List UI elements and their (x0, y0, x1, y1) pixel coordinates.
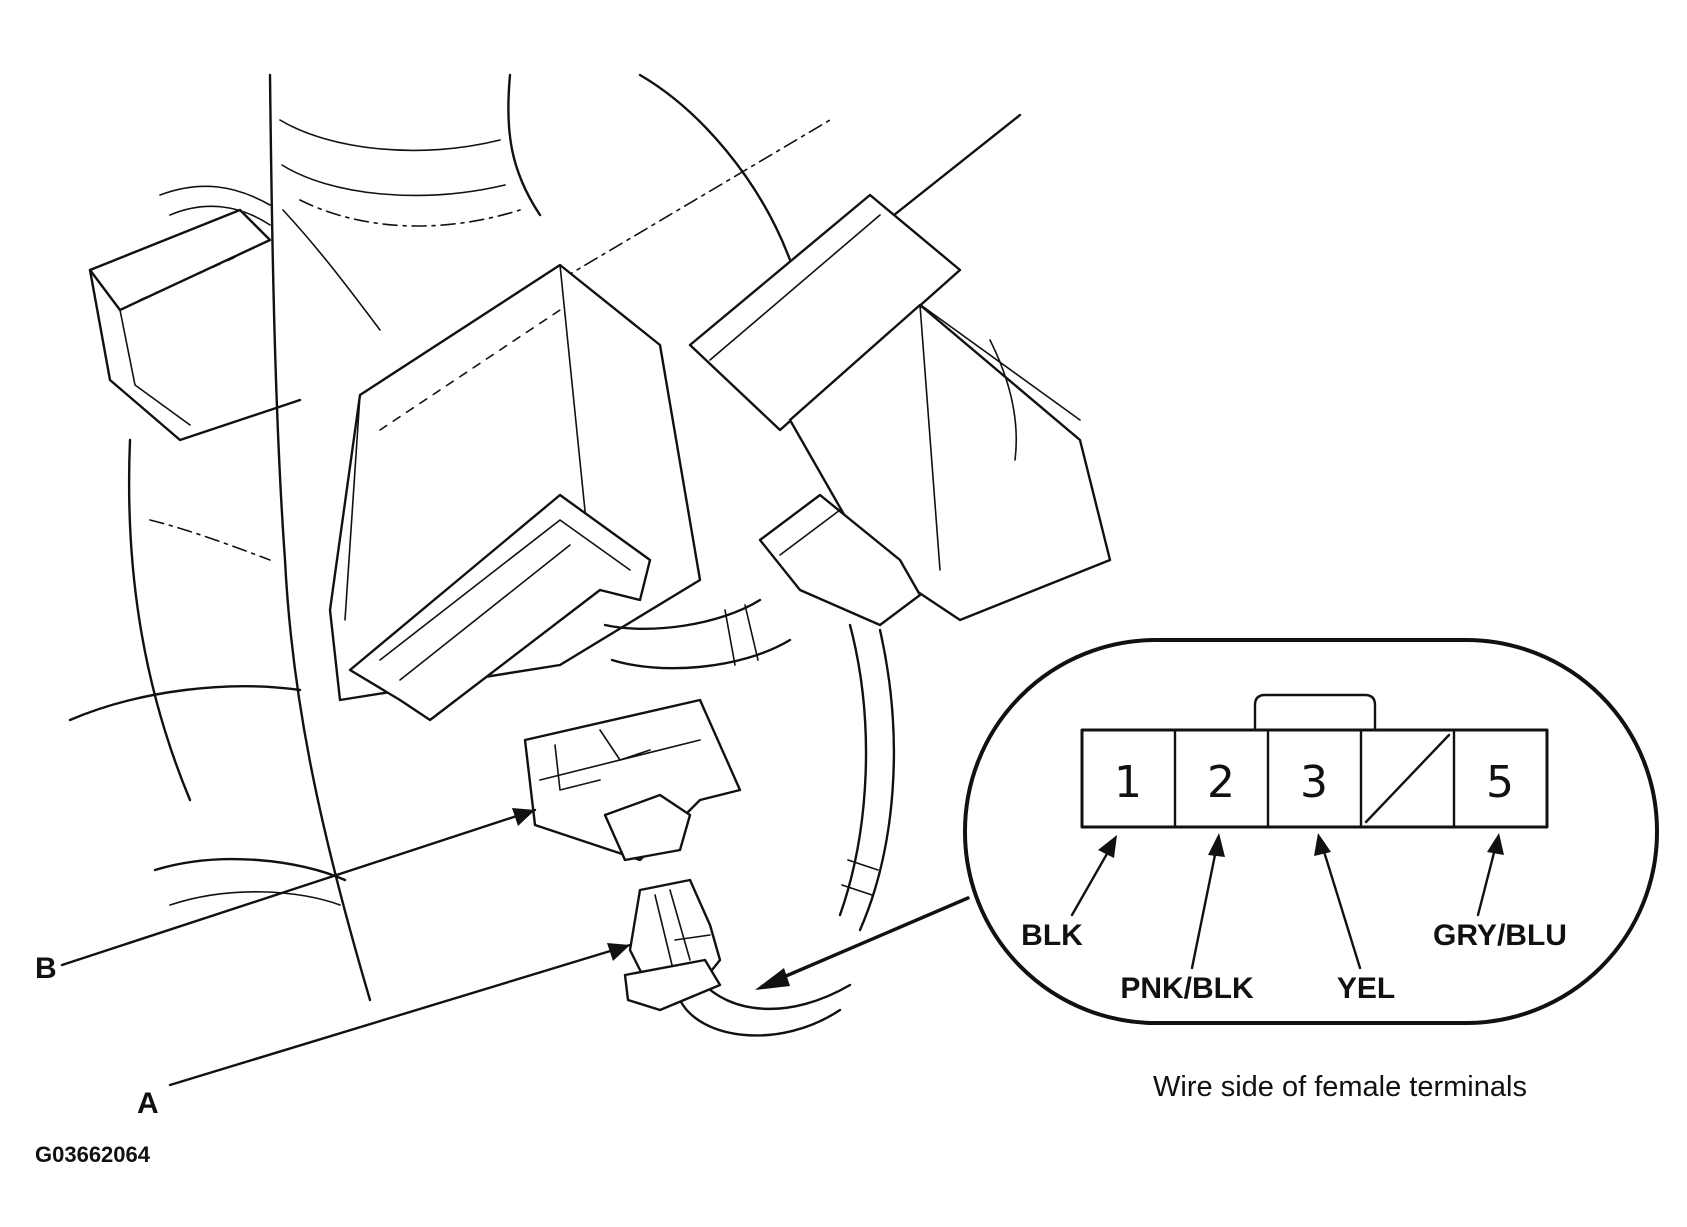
figure-code: G03662064 (35, 1142, 151, 1167)
terminal-3-number: 3 (1300, 757, 1328, 808)
terminal-5-number: 5 (1486, 757, 1514, 808)
wire-arrow-1-icon (1098, 835, 1117, 858)
wire-label-5: GRY/BLU (1433, 919, 1567, 952)
callout-a-label: A (137, 1087, 159, 1120)
empty-cavity-slash (1364, 733, 1451, 824)
connector-detail-bubble: 1 2 3 5 BLK PNK/BLK YEL GRY/BLU (963, 638, 1659, 1025)
wire-arrow-3-icon (1314, 833, 1331, 856)
wire-arrow-2-icon (1208, 833, 1225, 857)
wire-label-2: PNK/BLK (1120, 972, 1254, 1005)
wire-label-3: YEL (1337, 972, 1395, 1005)
wire-arrow-5-icon (1487, 833, 1504, 855)
wire-label-1: BLK (1021, 919, 1083, 952)
arrow-b-icon (512, 808, 535, 826)
callout-leaders (60, 808, 970, 1087)
steering-column-illustration (68, 73, 1112, 1037)
terminal-1-number: 1 (1114, 757, 1142, 808)
arrow-a-icon (607, 943, 630, 961)
bubble-arrow-icon (755, 968, 790, 990)
terminal-2-number: 2 (1207, 757, 1235, 808)
connector-caption: Wire side of female terminals (1153, 1071, 1527, 1103)
callout-b-label: B (35, 952, 57, 985)
